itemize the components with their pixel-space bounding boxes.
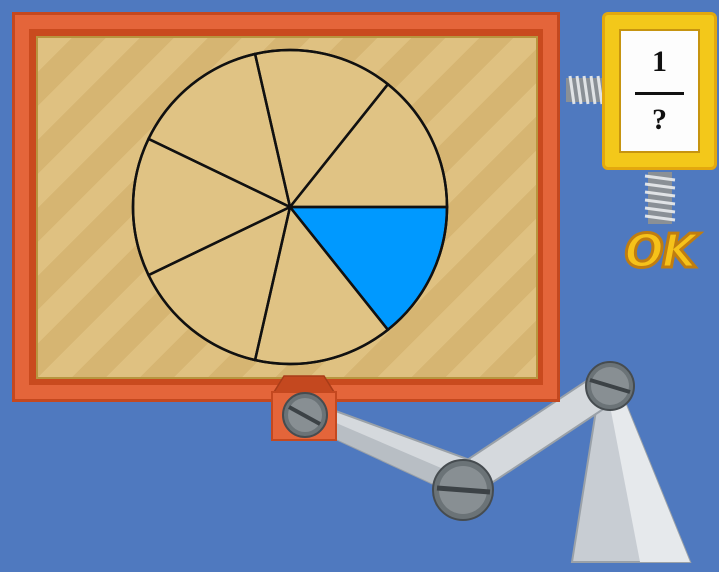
fraction-numerator: 1 xyxy=(621,45,698,79)
ok-button[interactable]: OK xyxy=(614,222,706,280)
spring-icon xyxy=(645,172,675,224)
fraction-card: 1 ? xyxy=(619,29,700,153)
fraction-bar xyxy=(635,92,684,95)
ok-button-label: OK xyxy=(614,222,706,280)
fraction-denominator-input[interactable]: ? xyxy=(621,103,698,137)
answer-box: 1 ? xyxy=(602,12,717,170)
spring-icon xyxy=(566,76,604,104)
